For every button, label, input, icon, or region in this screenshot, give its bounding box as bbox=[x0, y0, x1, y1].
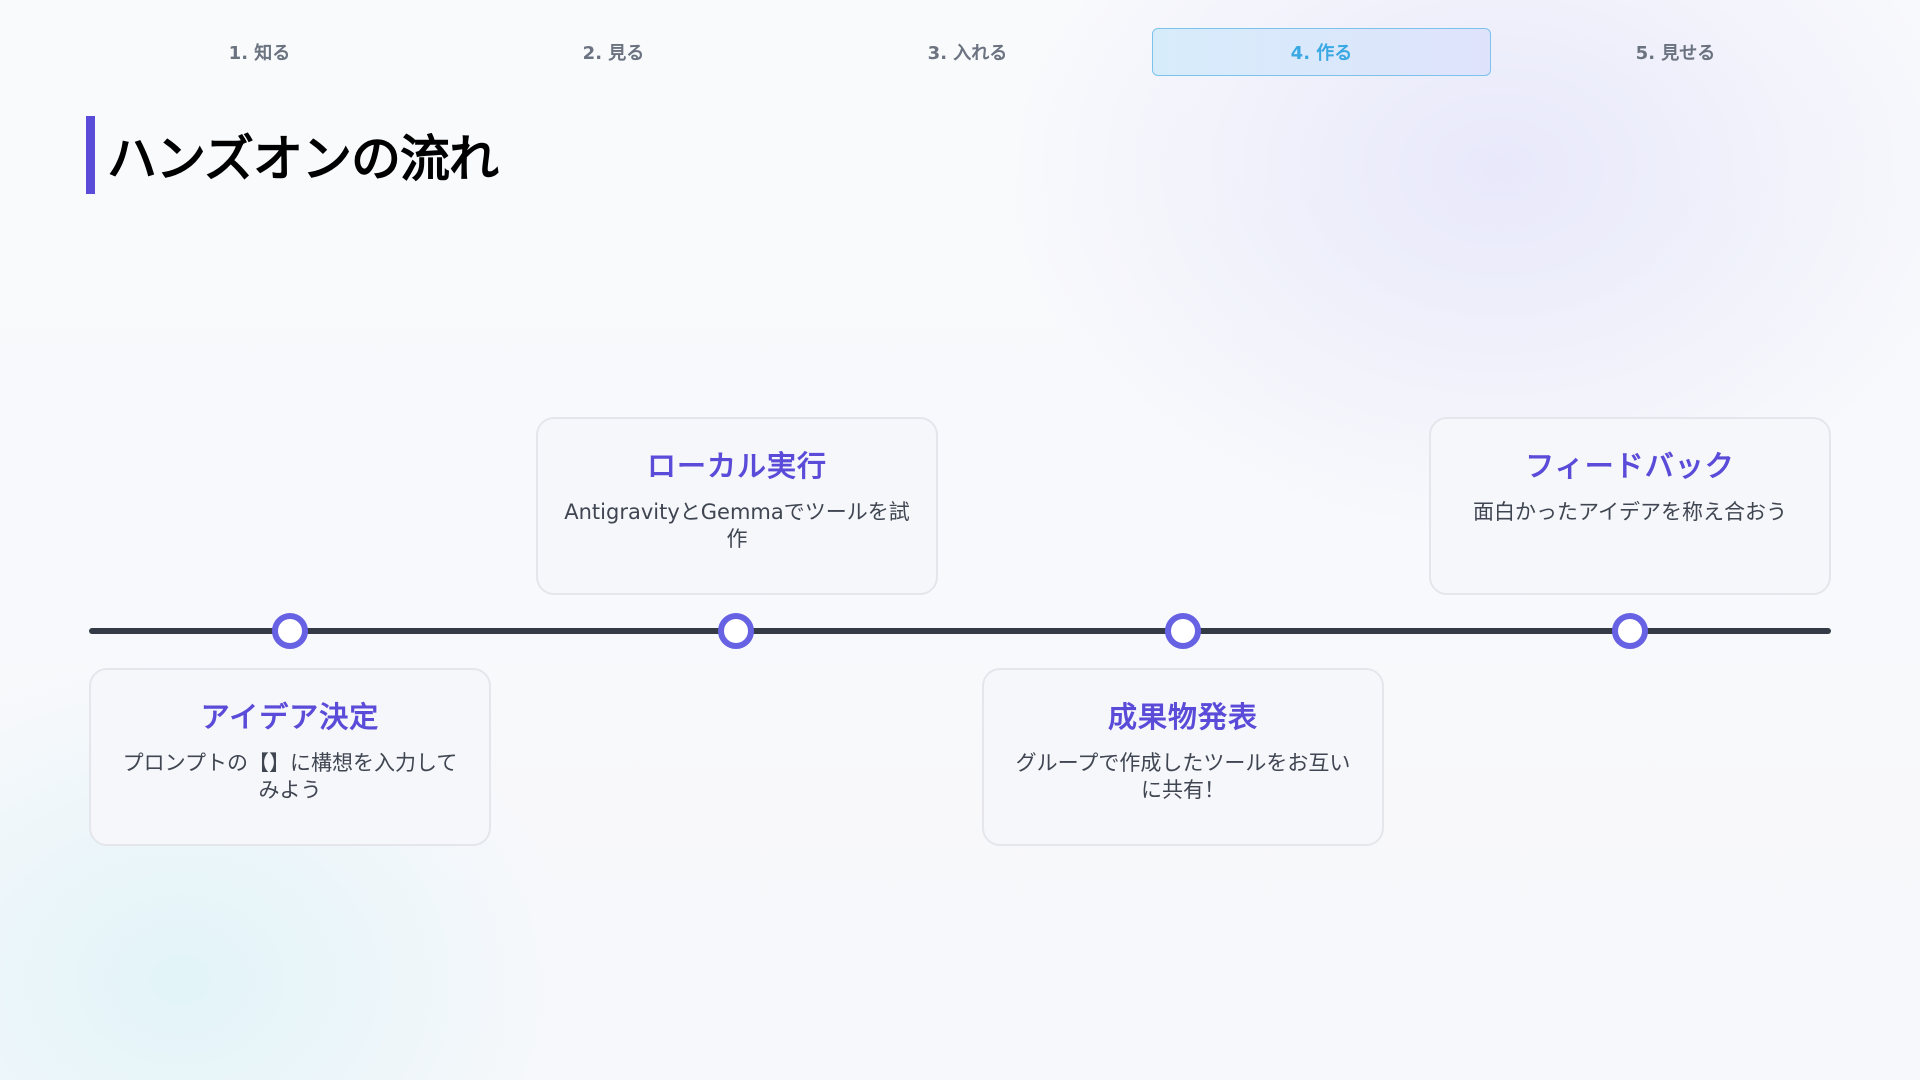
step-card-1: アイデア決定 プロンプトの【】に構想を入力してみよう bbox=[89, 668, 491, 846]
page-title-block: ハンズオンの流れ bbox=[86, 116, 499, 194]
timeline-line bbox=[89, 628, 1831, 634]
step-description: グループで作成したツールをお互いに共有！ bbox=[1015, 751, 1351, 802]
timeline-node-3 bbox=[1165, 613, 1201, 649]
timeline-node-2 bbox=[718, 613, 754, 649]
step-card-4: フィードバック 面白かったアイデアを称え合おう bbox=[1429, 417, 1831, 595]
timeline-node-1 bbox=[272, 613, 308, 649]
step-description: AntigravityとGemmaでツールを試作 bbox=[564, 500, 910, 551]
step-title: ローカル実行 bbox=[646, 449, 827, 483]
step-title: アイデア決定 bbox=[200, 700, 380, 734]
tab-tsukuru[interactable]: 4. 作る bbox=[1152, 28, 1491, 76]
title-accent-bar bbox=[86, 116, 95, 194]
tab-miseru[interactable]: 5. 見せる bbox=[1635, 43, 1716, 64]
section-tabs: 1. 知る 2. 見る 3. 入れる 4. 作る 5. 見せる bbox=[90, 28, 1845, 76]
tab-miru[interactable]: 2. 見る bbox=[582, 43, 645, 64]
tab-ireru[interactable]: 3. 入れる bbox=[927, 43, 1008, 64]
tab-shiru[interactable]: 1. 知る bbox=[228, 43, 291, 64]
page-title: ハンズオンの流れ bbox=[107, 130, 499, 188]
step-card-3: 成果物発表 グループで作成したツールをお互いに共有！ bbox=[982, 668, 1384, 846]
step-description: プロンプトの【】に構想を入力してみよう bbox=[122, 751, 458, 802]
step-title: 成果物発表 bbox=[1107, 700, 1258, 734]
step-description: 面白かったアイデアを称え合おう bbox=[1473, 500, 1787, 524]
step-card-2: ローカル実行 AntigravityとGemmaでツールを試作 bbox=[536, 417, 938, 595]
step-title: フィードバック bbox=[1525, 449, 1735, 483]
timeline-node-4 bbox=[1612, 613, 1648, 649]
